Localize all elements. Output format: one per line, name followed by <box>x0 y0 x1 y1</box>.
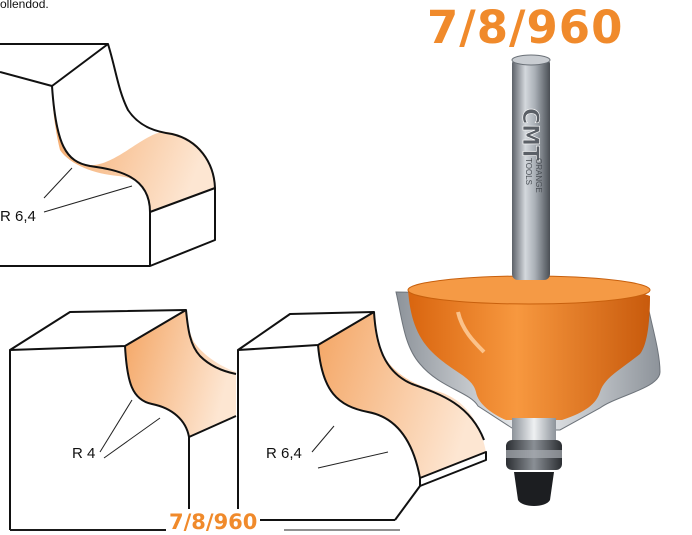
bit-shank <box>512 58 550 280</box>
bit-lower-hub <box>512 418 556 440</box>
leader-line-br-2 <box>317 451 389 469</box>
profile-face-bottom-right <box>318 312 486 478</box>
radius-label-top: R 6,4 <box>0 208 36 225</box>
orange-cutter-body <box>408 285 650 420</box>
dimension-leaders <box>10 167 400 531</box>
bearing-inner-ring <box>506 450 562 458</box>
profile-face-top <box>52 86 215 212</box>
shank-top <box>511 54 551 66</box>
cutter-highlight <box>456 311 486 354</box>
bearing-screw-icon <box>514 472 554 506</box>
leader-line-bl-1 <box>99 399 133 453</box>
product-code-label: 7/8/960 <box>166 509 261 535</box>
leader-line-top-1 <box>43 167 73 199</box>
profile-block-top <box>0 43 216 267</box>
leader-line-top-2 <box>43 185 133 213</box>
leader-line-bl-2 <box>103 417 161 459</box>
cutter-top-rim <box>407 275 651 305</box>
leader-line-br-1 <box>311 425 335 453</box>
cropped-heading-fragment: ollendod. <box>0 0 49 11</box>
profile-face-bottom-left <box>125 310 236 437</box>
profile-block-bottom-left <box>9 309 237 531</box>
brand-sub-2: TOOLS <box>524 158 533 185</box>
radius-label-bottom-left: R 4 <box>72 445 95 462</box>
brand-engraving: CMT ORANGE TOOLS <box>517 108 543 193</box>
brand-sub-1: ORANGE <box>534 158 543 193</box>
router-bit <box>395 54 661 506</box>
product-code-title: 7/8/960 <box>427 1 624 54</box>
profile-block-bottom-right <box>237 311 487 521</box>
radius-label-bottom-right: R 6,4 <box>266 445 302 462</box>
brand-logo-text: CMT <box>517 108 542 161</box>
